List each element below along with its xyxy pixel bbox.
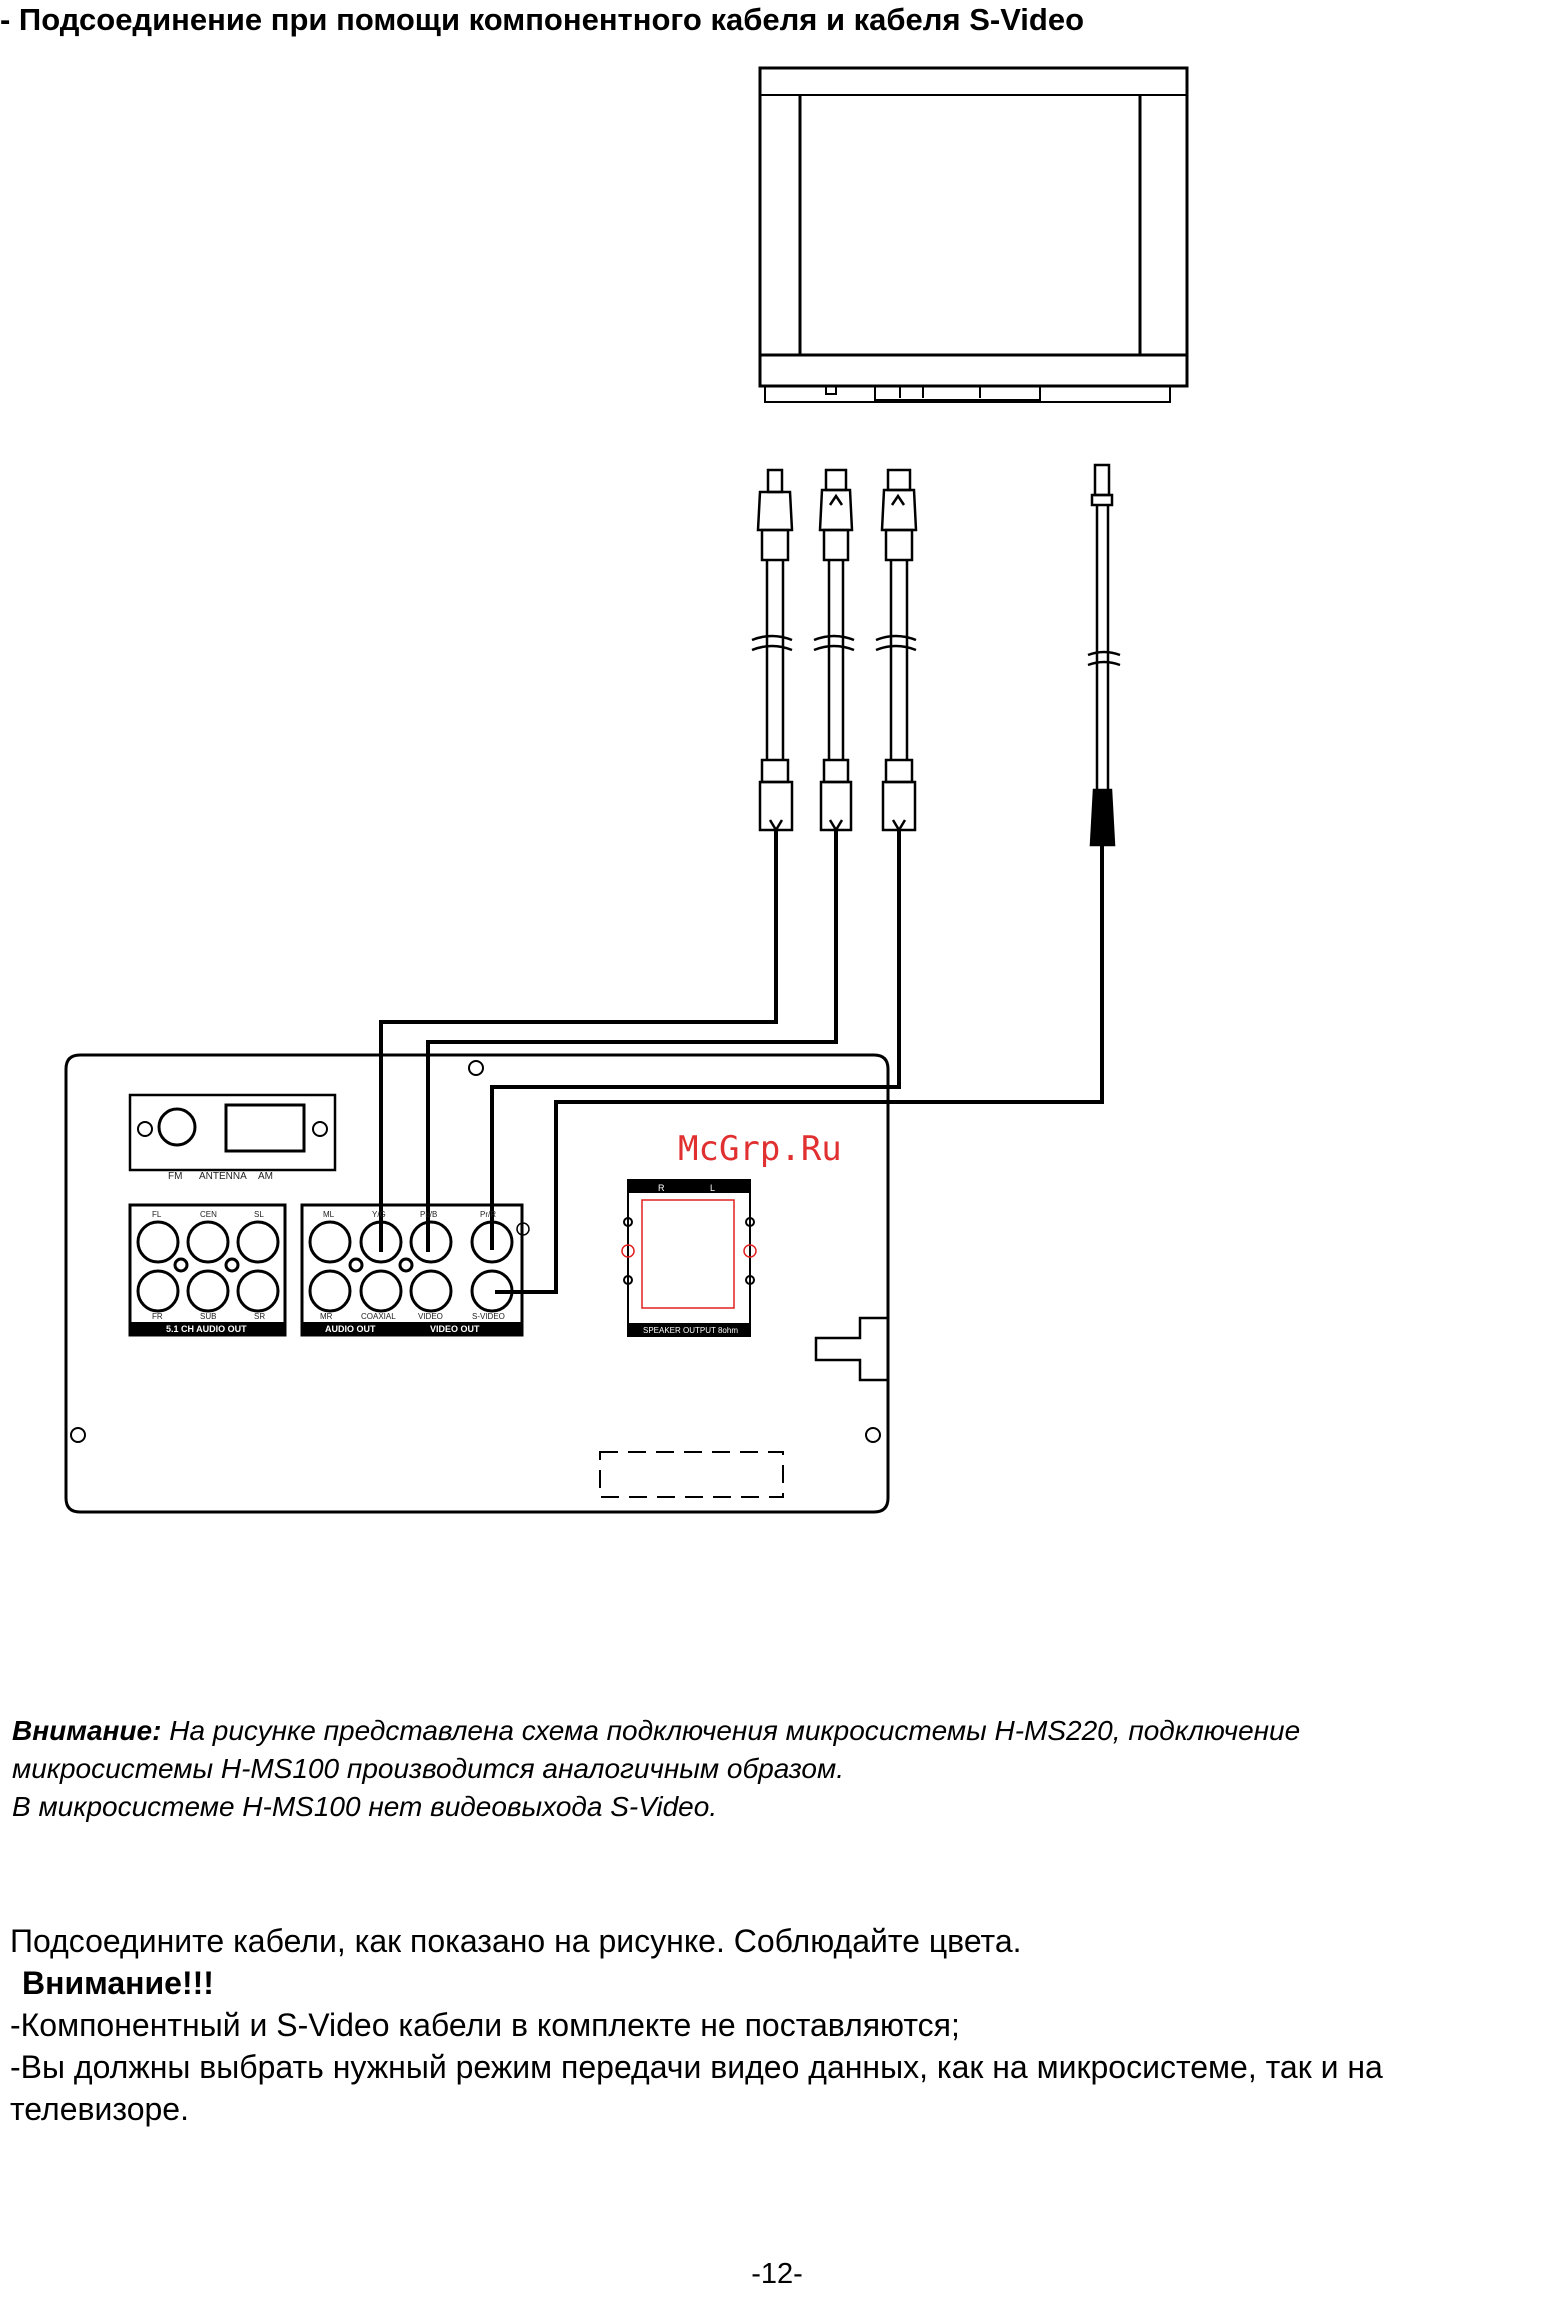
sr-label: SR [254,1312,265,1321]
tv-illustration [758,66,1189,403]
sub-label: SUB [200,1312,216,1321]
instruction-line-4: телевизоре. [10,2091,189,2127]
speaker-output-terminal: R L SPEAKER OUTPUT 8ohm [621,1179,757,1337]
am-label: AM [258,1171,273,1182]
speaker-r-label: R [658,1183,665,1193]
speaker-caption: SPEAKER OUTPUT 8ohm [643,1326,738,1335]
yg-label: Y/G [372,1210,386,1219]
fl-label: FL [152,1210,162,1219]
note-line-2: микросистемы H-MS100 производится аналог… [12,1753,844,1784]
prr-label: Pr/R [480,1210,496,1219]
ml-label: ML [323,1210,335,1219]
instructions-block: Подсоедините кабели, как показано на рис… [10,1920,1383,2130]
note-line-3: В микросистеме H-MS100 нет видеовыхода S… [12,1791,718,1822]
note-block: Внимание: На рисунке представлена схема … [12,1712,1300,1826]
page-title: - Подсоединение при помощи компонентного… [0,2,1085,37]
instruction-line-2: -Компонентный и S-Video кабели в комплек… [10,2007,960,2043]
watermark-text: McGrp.Ru [678,1129,842,1169]
connection-wires [379,830,1104,1294]
svideo-cable [1087,463,1121,847]
speaker-l-label: L [710,1183,715,1193]
cen-label: CEN [200,1210,217,1219]
video-label: VIDEO [418,1312,443,1321]
antenna-terminal: FM ANTENNA AM [128,1093,337,1182]
back-panel [64,1053,890,1514]
coaxial-label: COAXIAL [361,1312,396,1321]
instruction-line-3: -Вы должны выбрать нужный режим передачи… [10,2049,1383,2085]
warning-heading: Внимание!!! [22,1965,214,2001]
av-output-panel: ML Y/G Pb/B Pr/R MR COAXIAL VIDEO S-VIDE… [300,1203,530,1337]
sl-label: SL [254,1210,264,1219]
audio-out-caption: AUDIO OUT [325,1324,376,1334]
instruction-line-1: Подсоедините кабели, как показано на рис… [10,1923,1022,1959]
svideo-label: S-VIDEO [472,1312,505,1321]
audio51-caption: 5.1 CH AUDIO OUT [166,1324,247,1334]
component-cables [751,468,918,833]
mr-label: MR [320,1312,333,1321]
antenna-label: ANTENNA [199,1171,247,1182]
pbb-label: Pb/B [420,1210,437,1219]
note-label: Внимание: [12,1715,162,1746]
video-out-caption: VIDEO OUT [430,1324,480,1334]
note-line-1: На рисунке представлена схема подключени… [169,1715,1301,1746]
connection-diagram: FM ANTENNA AM FL CEN SL FR SUB SR 5.1 CH… [64,66,1189,1514]
fm-label: FM [168,1171,182,1182]
page-number: -12- [751,2258,803,2290]
audio-5-1-panel: FL CEN SL FR SUB SR 5.1 CH AUDIO OUT [128,1203,287,1337]
fr-label: FR [152,1312,163,1321]
